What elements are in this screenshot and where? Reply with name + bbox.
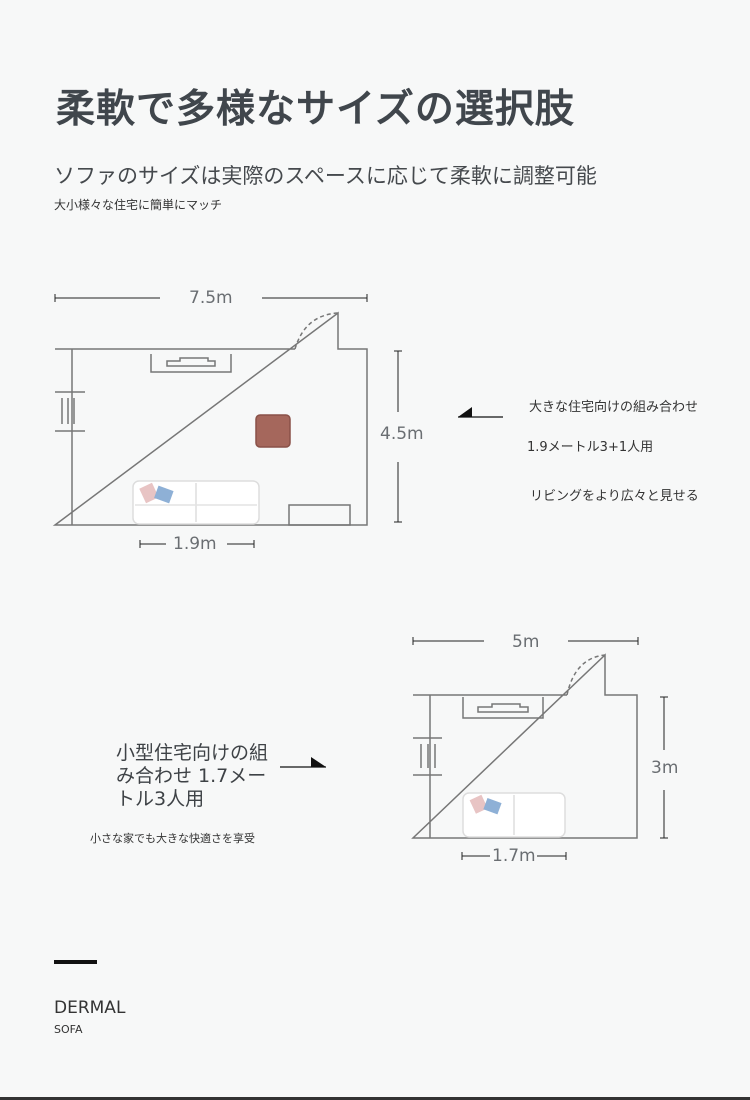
page-title: 柔軟で多様なサイズの選択肢 [56,87,575,132]
small-plan-heading: 小型住宅向けの組み合わせ 1.7メートル3人用 [116,742,269,810]
bottom-line [0,1097,750,1100]
brand-name: DERMAL [54,998,126,1018]
subtitle-secondary: 大小様々な住宅に簡単にマッチ [54,198,223,212]
dimension-sofa-large: 1.9m [173,534,217,554]
note-large-1: 大きな住宅向けの組み合わせ [529,400,699,415]
dimension-sofa-small: 1.7m [492,846,536,866]
floor-plan-small [411,637,668,860]
footer-bar [54,960,97,964]
dimension-depth-small: 3m [651,758,679,778]
dimension-depth-large: 4.5m [380,424,424,444]
product-label: SOFA [54,1023,83,1036]
subtitle: ソファのサイズは実際のスペースに応じて柔軟に調整可能 [54,164,597,188]
sofa-icon [132,480,260,525]
small-plan-note: 小さな家でも大きな快適さを享受 [90,832,255,845]
armchair-icon [255,414,291,448]
arrow-left-icon [458,407,503,418]
floor-plan-large [52,294,402,548]
sofa-icon [462,792,566,838]
note-large-3: リビングをより広々と見せる [530,489,699,504]
note-large-2: 1.9メートル3+1人用 [527,440,654,455]
dimension-width-large: 7.5m [189,288,233,308]
arrow-right-icon [280,757,326,768]
dimension-width-small: 5m [512,632,540,652]
